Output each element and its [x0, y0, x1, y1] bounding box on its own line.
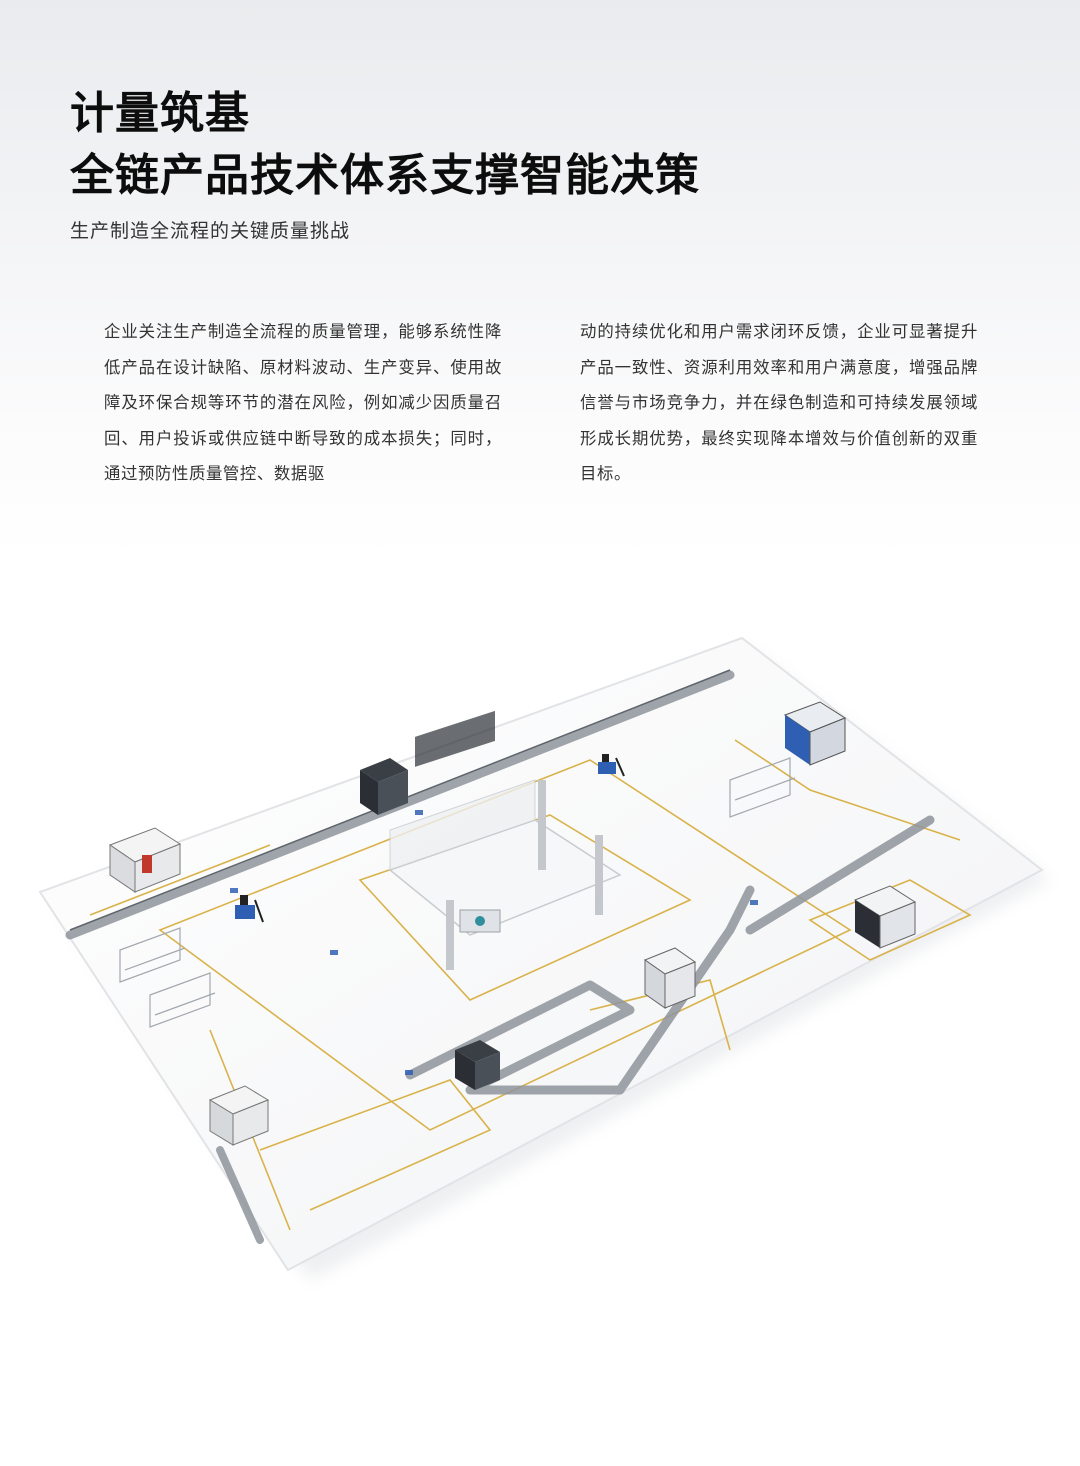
conveyor-right	[745, 815, 935, 935]
body-text-right-column: 动的持续优化和用户需求闭环反馈，企业可显著提升产品一致性、资源利用效率和用户满意…	[580, 322, 978, 483]
machine-red-cabinet	[108, 827, 182, 893]
pillar	[538, 780, 546, 870]
machine-right-inspection	[853, 885, 917, 949]
pallet-boxes	[230, 810, 758, 1075]
shelving-racks	[119, 757, 796, 1028]
machine-dark-cnc	[360, 758, 408, 815]
pillar	[595, 835, 603, 915]
page-title-line-1: 计量筑基	[70, 88, 250, 139]
factory-floor	[38, 636, 1044, 1272]
conveyor-left-bottom	[216, 1146, 264, 1244]
machine-blue-station	[783, 701, 847, 766]
page-subtitle: 生产制造全流程的关键质量挑战	[70, 220, 351, 242]
machine-bottom-left	[208, 1085, 270, 1146]
machine-right-cell	[643, 947, 697, 1009]
body-text-left-column: 企业关注生产制造全流程的质量管理，能够系统性降低产品在设计缺陷、原材料波动、生产…	[104, 322, 502, 483]
pillar	[446, 900, 454, 970]
factory-floor-illustration	[38, 636, 1050, 1280]
machine-bottom-dark	[455, 1040, 500, 1090]
conveyor-zigzag	[405, 885, 755, 1095]
forklift-left	[235, 895, 264, 923]
forklift-top	[598, 754, 625, 777]
page-title-line-2: 全链产品技术体系支撑智能决策	[70, 150, 700, 201]
